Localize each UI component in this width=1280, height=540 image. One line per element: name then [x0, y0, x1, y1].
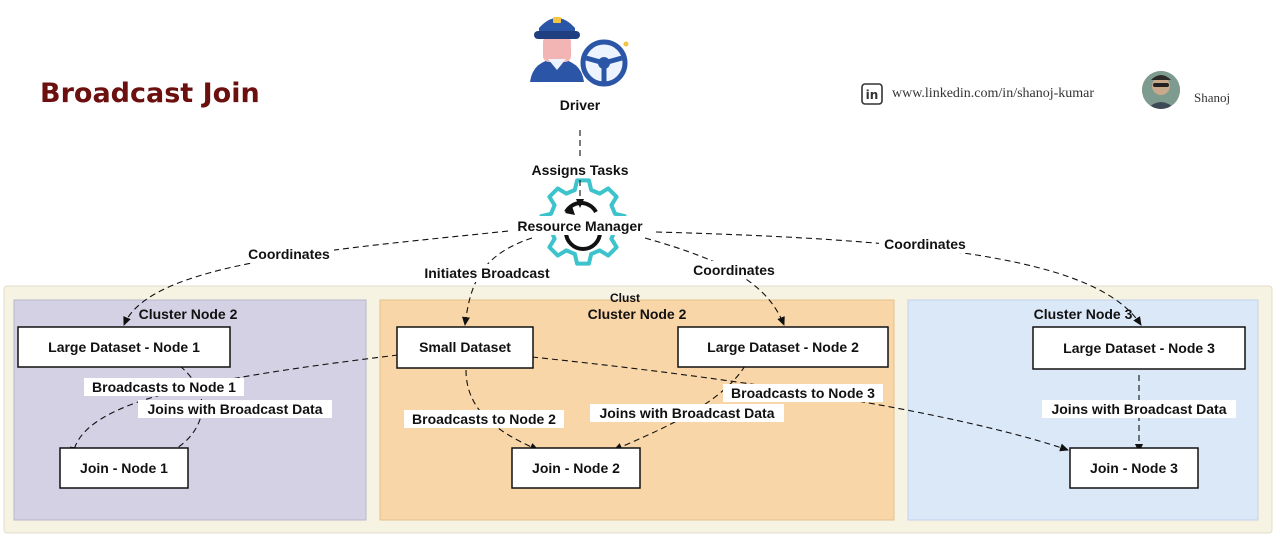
edge-small-to-join2 [465, 369, 539, 451]
linkedin-url[interactable]: www.linkedin.com/in/shanoj-kumar [892, 86, 1095, 101]
author-name: Shanoj [1194, 90, 1231, 105]
label-coordinates-right: Coordinates [884, 236, 966, 252]
edge-labels: Assigns Tasks Resource Manager Coordinat… [84, 160, 1236, 428]
edge-rm-to-large3 [655, 231, 1142, 326]
cluster-label-left: Cluster Node 2 [139, 306, 238, 322]
avatar [1142, 71, 1180, 109]
label-assigns-tasks: Assigns Tasks [531, 162, 628, 178]
box-large3-label: Large Dataset - Node 3 [1063, 340, 1215, 356]
box-large2-label: Large Dataset - Node 2 [707, 339, 859, 355]
label-coordinates-left: Coordinates [248, 246, 330, 262]
box-join-node3: Join - Node 3 [1069, 447, 1199, 489]
box-large-dataset-node1: Large Dataset - Node 1 [17, 326, 231, 368]
box-large1-label: Large Dataset - Node 1 [48, 339, 200, 355]
label-joins-node1: Joins with Broadcast Data [147, 401, 322, 417]
driver-label: Driver [560, 97, 601, 113]
linkedin-icon-text: in [866, 88, 879, 102]
box-small-dataset: Small Dataset [396, 326, 534, 369]
steering-wheel-icon [580, 39, 629, 87]
label-coordinates-mid: Coordinates [693, 262, 775, 278]
box-join-node2: Join - Node 2 [511, 447, 641, 489]
box-join3-label: Join - Node 3 [1090, 460, 1178, 476]
page-title: Broadcast Join [40, 78, 260, 109]
linkedin-link[interactable]: www.linkedin.com/in/shanoj-kumar [862, 86, 1094, 102]
edge-small-to-join3 [531, 356, 1069, 452]
cluster-label-middle: Cluster Node 2 [588, 306, 687, 322]
label-joins-node3: Joins with Broadcast Data [1051, 401, 1226, 417]
label-joins-node2: Joins with Broadcast Data [599, 405, 774, 421]
cluster-label-overlap: Clust [610, 291, 640, 305]
label-broadcasts-node2: Broadcasts to Node 2 [412, 411, 556, 427]
cluster-label-right: Cluster Node 3 [1034, 306, 1133, 322]
box-large-dataset-node3: Large Dataset - Node 3 [1032, 326, 1246, 370]
label-resource-manager: Resource Manager [517, 218, 643, 234]
linkedin-icon[interactable]: in [861, 83, 883, 105]
box-large-dataset-node2: Large Dataset - Node 2 [677, 326, 889, 368]
box-join1-label: Join - Node 1 [80, 460, 168, 476]
label-broadcasts-node3: Broadcasts to Node 3 [731, 385, 875, 401]
box-join-node1: Join - Node 1 [59, 447, 189, 489]
edge-rm-to-large1 [123, 229, 519, 326]
box-small-label: Small Dataset [419, 339, 511, 355]
driver-icon [530, 17, 584, 82]
label-broadcasts-node1: Broadcasts to Node 1 [92, 379, 236, 395]
label-initiates-broadcast: Initiates Broadcast [424, 265, 550, 281]
box-join2-label: Join - Node 2 [532, 460, 620, 476]
